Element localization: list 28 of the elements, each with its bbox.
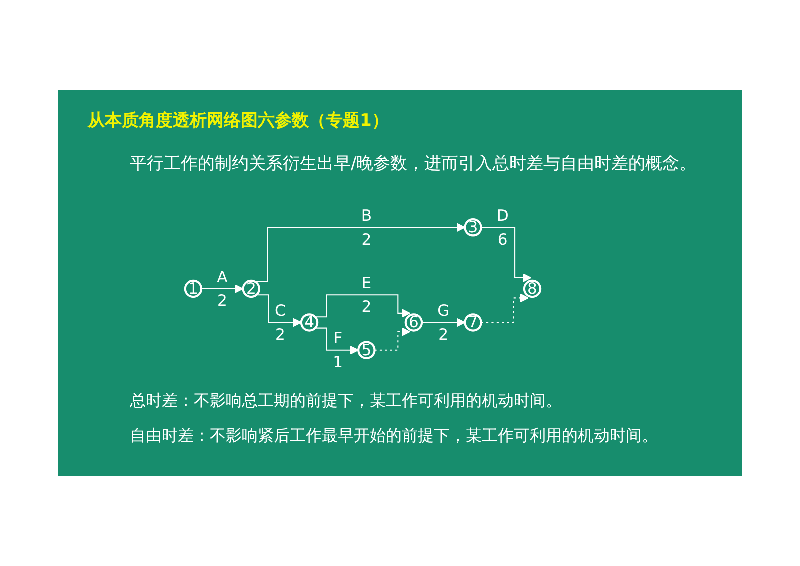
edge-label: G 2 <box>438 301 450 344</box>
edge-label: E 2 <box>362 274 372 316</box>
title: 从本质角度透析网络图六参数（专题1） <box>88 110 389 132</box>
arrow <box>481 227 532 283</box>
node-circle: 5 <box>358 341 376 360</box>
edge-label: B 2 <box>361 206 372 248</box>
edge-label: F 1 <box>333 329 344 372</box>
edge-label: D 6 <box>496 206 509 248</box>
definition-text: 总时差：不影响总工期的前提下，某工作可利用的机动时间。 <box>130 391 562 412</box>
node-circle: 8 <box>523 280 542 298</box>
arrow <box>481 294 530 324</box>
definition-text: 自由时差：不影响紧后工作最早开始的前提下，某工作可利用的机动时间。 <box>130 426 658 447</box>
edge-label: A 2 <box>217 268 228 310</box>
edge-label: C 2 <box>275 301 286 344</box>
node-circle: 7 <box>464 314 482 332</box>
arrow <box>422 318 466 328</box>
arrow <box>315 294 411 318</box>
arrow <box>254 223 466 282</box>
arrow <box>256 294 302 328</box>
arrow <box>374 327 411 351</box>
node-circle: 6 <box>404 314 424 332</box>
arrow <box>202 284 244 294</box>
node-circle: 1 <box>184 280 203 298</box>
node-circle: 3 <box>464 218 482 237</box>
node-circle: 2 <box>242 280 260 298</box>
intro-text: 平行工作的制约关系衍生出早/晚参数，进而引入总时差与自由时差的概念。 <box>130 153 697 175</box>
arrow <box>315 328 360 355</box>
node-circle: 4 <box>300 314 319 332</box>
